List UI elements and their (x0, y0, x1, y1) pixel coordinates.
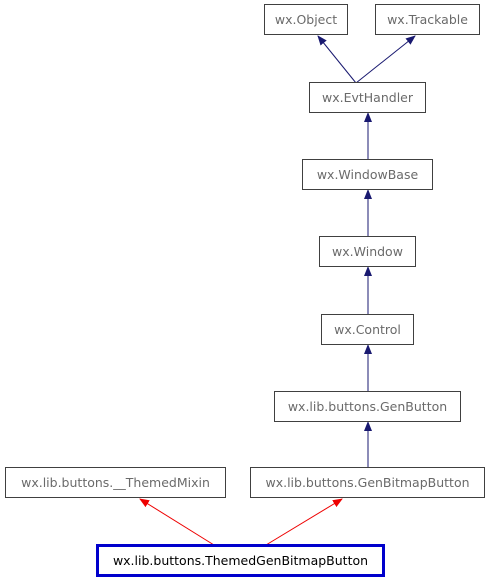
edge-themedgenbitmapbutton-to-themedmixin (139, 498, 215, 546)
node-wx-control[interactable]: wx.Control (321, 314, 414, 345)
node-wx-windowbase[interactable]: wx.WindowBase (302, 159, 433, 190)
node-wx-lib-buttons-genbitmapbutton[interactable]: wx.lib.buttons.GenBitmapButton (250, 467, 485, 498)
node-wx-lib-buttons-themedmixin[interactable]: wx.lib.buttons.__ThemedMixin (5, 467, 226, 498)
node-wx-evthandler[interactable]: wx.EvtHandler (309, 82, 426, 113)
node-wx-window[interactable]: wx.Window (319, 236, 416, 267)
node-wx-trackable[interactable]: wx.Trackable (375, 4, 480, 35)
edge-evthandler-to-object (317, 35, 357, 84)
node-wx-object[interactable]: wx.Object (264, 4, 348, 35)
node-wx-lib-buttons-themedgenbitmapbutton[interactable]: wx.lib.buttons.ThemedGenBitmapButton (96, 544, 385, 577)
edge-evthandler-to-trackable (355, 35, 416, 84)
edge-themedgenbitmapbutton-to-genbitmapbutton (265, 498, 343, 546)
node-wx-lib-buttons-genbutton[interactable]: wx.lib.buttons.GenButton (274, 391, 461, 422)
